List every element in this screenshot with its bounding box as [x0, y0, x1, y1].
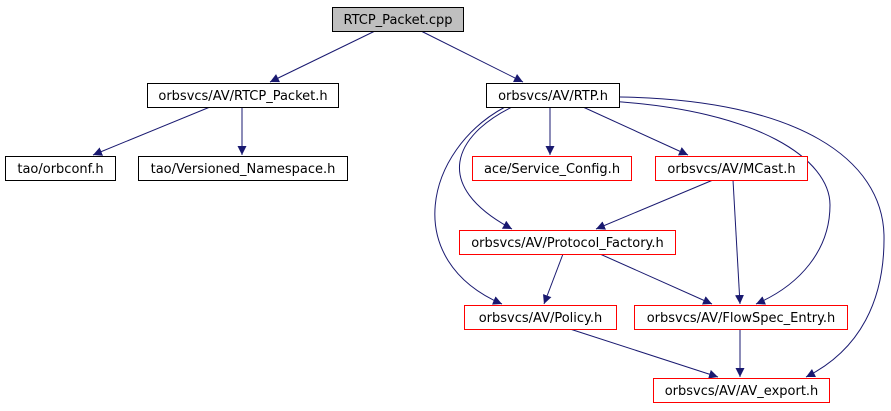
- node-label: ace/Service_Config.h: [484, 162, 620, 177]
- edge-rtcp-packet-h-to-orbconf-h: [92, 106, 211, 156]
- node-rtcp-packet-h[interactable]: orbsvcs/AV/RTCP_Packet.h: [147, 83, 339, 108]
- node-rtcp-packet-cpp[interactable]: RTCP_Packet.cpp: [332, 7, 464, 32]
- edge-rtp-h-to-flowspec-entry-h: [607, 100, 831, 305]
- node-orbconf-h[interactable]: tao/orbconf.h: [5, 156, 116, 181]
- node-mcast-h[interactable]: orbsvcs/AV/MCast.h: [655, 156, 808, 181]
- node-label: orbsvcs/AV/Protocol_Factory.h: [471, 236, 664, 251]
- node-box: [138, 156, 348, 181]
- node-label: orbsvcs/AV/RTCP_Packet.h: [158, 89, 327, 104]
- node-policy-h[interactable]: orbsvcs/AV/Policy.h: [464, 305, 617, 330]
- edge-rtp-h-to-av-export-h: [619, 96, 885, 378]
- node-box: [634, 305, 848, 330]
- node-box: [486, 83, 620, 108]
- node-box: [332, 7, 464, 32]
- node-label: orbsvcs/AV/Policy.h: [479, 311, 603, 326]
- node-label: orbsvcs/AV/MCast.h: [667, 162, 795, 177]
- node-box: [147, 83, 339, 108]
- node-label: tao/orbconf.h: [17, 162, 103, 177]
- node-box: [653, 378, 830, 403]
- node-box: [655, 156, 808, 181]
- edge-rtp-h-to-policy-h: [434, 106, 506, 305]
- node-protocol-factory-h[interactable]: orbsvcs/AV/Protocol_Factory.h: [459, 230, 676, 255]
- node-box: [472, 156, 632, 181]
- edge-mcast-h-to-flowspec-entry-h: [732, 179, 744, 305]
- node-label: orbsvcs/AV/FlowSpec_Entry.h: [647, 311, 836, 326]
- node-versioned-namespace-h[interactable]: tao/Versioned_Namespace.h: [138, 156, 348, 181]
- node-label: tao/Versioned_Namespace.h: [151, 162, 336, 177]
- edge-protocol-factory-h-to-flowspec-entry-h: [599, 253, 713, 305]
- edge-rtcp-packet-cpp-to-rtcp-packet-h: [269, 30, 376, 83]
- edge-rtcp-packet-cpp-to-rtp-h: [420, 30, 524, 83]
- node-label: orbsvcs/AV/RTP.h: [498, 89, 608, 104]
- edge-mcast-h-to-protocol-factory-h: [595, 179, 714, 230]
- node-service-config-h[interactable]: ace/Service_Config.h: [472, 156, 632, 181]
- node-rtp-h[interactable]: orbsvcs/AV/RTP.h: [486, 83, 620, 108]
- edge-rtp-h-to-mcast-h: [582, 106, 689, 156]
- edge-policy-h-to-av-export-h: [569, 328, 719, 379]
- edges-layer: [92, 30, 885, 379]
- edge-rtp-h-to-protocol-factory-h: [458, 106, 513, 230]
- node-box: [459, 230, 676, 255]
- node-av-export-h[interactable]: orbsvcs/AV/AV_export.h: [653, 378, 830, 403]
- edge-protocol-factory-h-to-policy-h: [542, 253, 564, 305]
- node-flowspec-entry-h[interactable]: orbsvcs/AV/FlowSpec_Entry.h: [634, 305, 848, 330]
- node-box: [5, 156, 116, 181]
- node-label: orbsvcs/AV/AV_export.h: [665, 384, 819, 399]
- node-box: [464, 305, 617, 330]
- node-label: RTCP_Packet.cpp: [344, 13, 453, 28]
